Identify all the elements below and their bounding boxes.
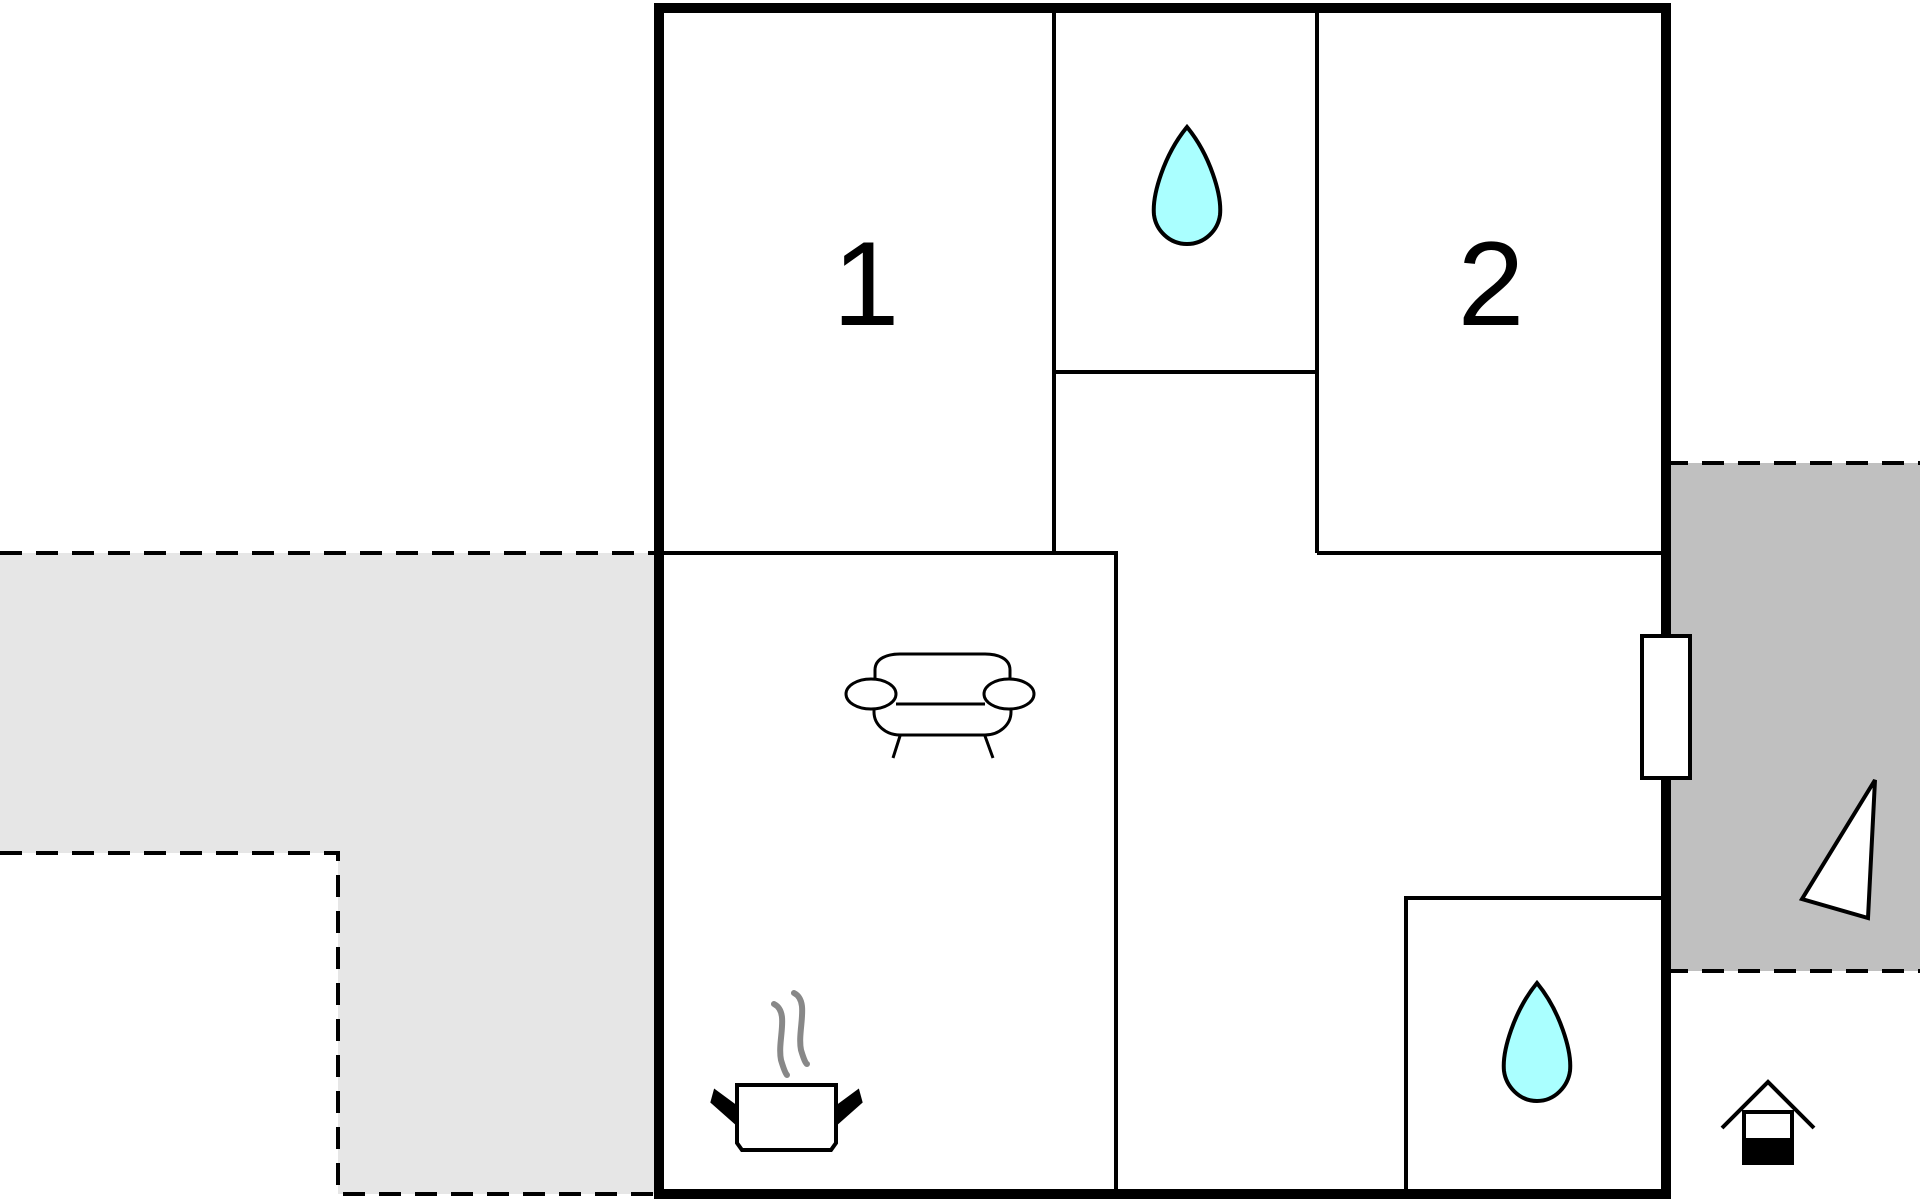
water-drop-icon	[1501, 979, 1573, 1104]
north-arrow-icon	[1798, 778, 1877, 921]
sofa-icon	[844, 652, 1036, 759]
cooking-pot-icon	[710, 990, 863, 1152]
interior-walls	[664, 8, 1661, 1194]
terrace-right	[1666, 461, 1920, 973]
room-label-2: 2	[1458, 217, 1525, 351]
water-drop-icon	[1151, 123, 1223, 247]
terrace-left	[0, 551, 659, 1196]
entrance-marker-icon	[1720, 1079, 1816, 1165]
fireplace-icon	[1640, 634, 1692, 780]
exterior-walls	[654, 3, 1671, 1199]
room-label-1: 1	[833, 217, 900, 351]
